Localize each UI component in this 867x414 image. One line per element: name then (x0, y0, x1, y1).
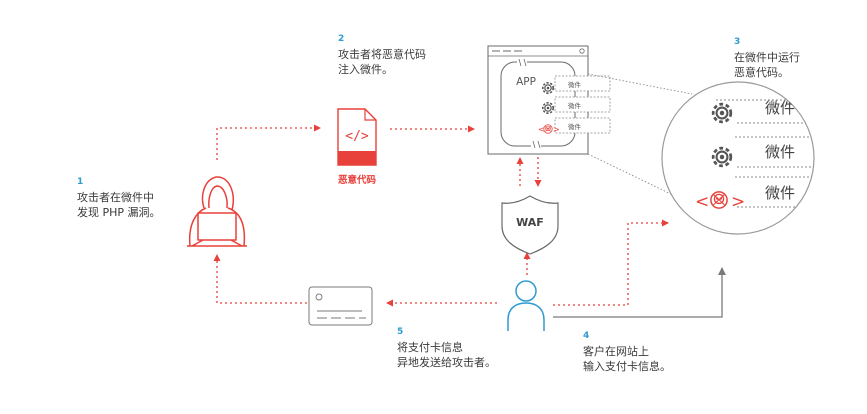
app-label: APP (516, 76, 536, 88)
step-2-number: 2 (338, 34, 345, 44)
step-2-line-1: 攻击者将恶意代码 (338, 48, 426, 61)
lt-glyph-large: < (695, 192, 709, 212)
step-1-text: 攻击者在微件中 发现 PHP 漏洞。 (77, 190, 161, 220)
step-5-line-2: 异地发送给攻击者。 (397, 356, 496, 369)
step-5-line-1: 将支付卡信息 (397, 341, 463, 354)
arrow-user-to-magnifier (553, 267, 726, 318)
widget-label-small-3: 微件 (568, 122, 582, 131)
gear-icon (711, 102, 733, 124)
widget-label-large-1: 微件 (765, 99, 795, 117)
step-1-line-1: 攻击者在微件中 (77, 191, 154, 204)
credit-card-icon (308, 286, 373, 326)
arrow-card-to-hacker (213, 254, 307, 304)
user-icon (507, 280, 545, 331)
step-4-number: 4 (583, 331, 590, 341)
step-4-line-2: 输入支付卡信息。 (583, 360, 671, 373)
shield-icon (501, 195, 559, 255)
step-1-number: 1 (77, 177, 84, 187)
step-4-line-1: 客户在网站上 (583, 345, 649, 358)
waf-label: WAF (516, 216, 544, 229)
small-widget-rows (541, 75, 611, 134)
step-2-text: 攻击者将恶意代码 注入微件。 (338, 47, 426, 77)
magnified-view-icon (661, 81, 815, 235)
gt-glyph-large: > (731, 192, 745, 212)
step-3-text: 在微件中运行 恶意代码。 (734, 50, 800, 80)
step-3-line-1: 在微件中运行 (734, 51, 800, 64)
gear-icon (541, 82, 555, 94)
hacker-icon (187, 176, 247, 247)
widget-label-large-3: 微件 (765, 184, 795, 202)
code-glyph: </> (345, 129, 369, 144)
step-5-number: 5 (397, 327, 404, 337)
step-2-line-2: 注入微件。 (338, 63, 393, 76)
gt-glyph-small: > (553, 125, 560, 134)
code-file-icon (337, 108, 377, 166)
arrow-user-to-widget (553, 219, 669, 306)
widget-label-small-2: 微件 (568, 101, 582, 110)
step-4-text: 客户在网站上 输入支付卡信息。 (583, 344, 671, 374)
step-1-line-2: 发现 PHP 漏洞。 (77, 206, 161, 219)
lt-glyph-small: < (538, 125, 545, 134)
widget-label-small-1: 微件 (568, 80, 582, 89)
gear-icon (711, 146, 733, 168)
magnify-connectors (587, 73, 693, 197)
red-flow-lines (213, 124, 669, 307)
arrow-hacker-to-code (216, 124, 321, 160)
widget-label-large-2: 微件 (765, 143, 795, 161)
step-3-number: 3 (734, 37, 741, 47)
step-3-line-2: 恶意代码。 (734, 66, 789, 79)
malicious-code-label: 恶意代码 (338, 174, 377, 186)
step-5-text: 将支付卡信息 异地发送给攻击者。 (397, 340, 496, 370)
gear-icon (541, 102, 555, 114)
